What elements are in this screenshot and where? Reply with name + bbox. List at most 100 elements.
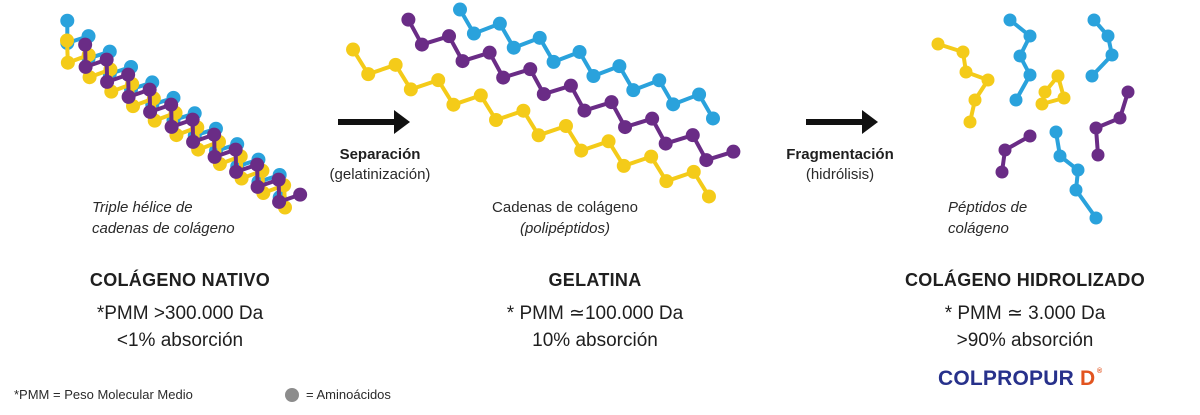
- amino-acid: [1023, 29, 1037, 43]
- amino-acid: [572, 44, 587, 59]
- gelatin-chain-yellow: [346, 42, 716, 204]
- brand-name: COLPROPUR: [938, 367, 1074, 390]
- step-fragmentation-title: Fragmentación: [786, 146, 894, 163]
- step-separation-title: Separación: [339, 146, 421, 163]
- amino-acid: [612, 59, 627, 74]
- amino-acid: [229, 164, 244, 179]
- process-arrows: [338, 110, 878, 134]
- amino-acid: [1053, 149, 1067, 163]
- amino-acid: [466, 26, 481, 41]
- amino-acid: [506, 40, 521, 55]
- amino-acid: [207, 149, 222, 164]
- amino-acid-legend-icon: [285, 388, 299, 402]
- amino-acid: [1121, 85, 1135, 99]
- step-fragmentation-subtitle: (hidrólisis): [805, 166, 875, 183]
- amino-acid: [616, 158, 631, 173]
- hydrolyzed-summary: COLÁGENO HIDROLIZADO * PMM ≃ 3.000 Da >9…: [880, 270, 1170, 354]
- amino-acid: [361, 67, 376, 82]
- brand-letter: D®: [1074, 367, 1102, 390]
- amino-acid: [531, 128, 546, 143]
- amino-acid: [1089, 121, 1103, 135]
- amino-acid: [185, 112, 200, 127]
- amino-acid: [1101, 29, 1115, 43]
- amino-acid: [626, 83, 641, 98]
- amino-acid: [645, 111, 660, 126]
- hydrolyzed-absorption: >90% absorción: [956, 330, 1094, 351]
- hydrolyzed-caption-line1: Péptidos de: [948, 199, 1028, 216]
- amino-acid: [164, 97, 179, 112]
- amino-acid: [403, 82, 418, 97]
- amino-acid: [1091, 148, 1105, 162]
- native-caption-line2: cadenas de colágeno: [92, 220, 235, 237]
- amino-acid: [99, 52, 114, 67]
- amino-acid: [121, 89, 136, 104]
- amino-acid: [995, 165, 1009, 179]
- amino-acid: [523, 62, 538, 77]
- amino-acid: [959, 65, 973, 79]
- amino-acid: [492, 16, 507, 31]
- amino-acid: [1013, 49, 1027, 63]
- amino-acid: [1038, 85, 1052, 99]
- amino-acid: [121, 67, 136, 82]
- native-title: COLÁGENO NATIVO: [89, 270, 271, 290]
- right-arrow-separation: [338, 110, 410, 134]
- amino-acid: [60, 55, 75, 70]
- amino-acid: [1051, 69, 1065, 83]
- gelatin-summary: GELATINA * PMM ≃100.000 Da 10% absorción: [465, 270, 725, 354]
- amino-acid: [516, 103, 531, 118]
- amino-acid: [577, 103, 592, 118]
- amino-acid: [78, 37, 93, 52]
- amino-acid: [271, 172, 286, 187]
- peptide-7: [1049, 125, 1103, 225]
- footer-amino-note: = Aminoácidos: [306, 387, 391, 402]
- amino-acid: [563, 78, 578, 93]
- amino-acid: [666, 97, 681, 112]
- peptide-4: [1035, 69, 1071, 111]
- amino-acid: [496, 70, 511, 85]
- peptide-3: [1085, 13, 1119, 83]
- amino-acid: [1009, 93, 1023, 107]
- native-caption-line1: Triple hélice de: [92, 199, 193, 216]
- gelatin-caption-line2: (polipéptidos): [519, 220, 611, 237]
- gelatin-caption: Cadenas de colágeno (polipéptidos): [470, 197, 660, 239]
- footer-pmm-note: *PMM = Peso Molecular Medio: [14, 387, 193, 402]
- native-pmm: *PMM >300.000 Da: [96, 303, 264, 324]
- step-separation-subtitle: (gelatinización): [329, 166, 431, 183]
- hydrolyzed-caption-line2: colágeno: [948, 220, 1009, 237]
- amino-acid: [207, 127, 222, 142]
- brand-logo: COLPROPUR D®: [938, 367, 1102, 391]
- hydrolyzed-caption: Péptidos de colágeno: [948, 197, 1027, 239]
- amino-acid: [686, 164, 701, 179]
- amino-acid: [164, 119, 179, 134]
- amino-acid: [1105, 48, 1119, 62]
- amino-acid: [1113, 111, 1127, 125]
- amino-acid: [558, 119, 573, 134]
- amino-acid: [293, 187, 308, 202]
- gelatin-chain-blue: [453, 2, 720, 126]
- peptide-4-bond: [1041, 74, 1066, 106]
- amino-acid: [228, 142, 243, 157]
- amino-acid: [1087, 13, 1101, 27]
- amino-acid: [1023, 129, 1037, 143]
- amino-acid: [536, 87, 551, 102]
- amino-acid: [1035, 97, 1049, 111]
- amino-acid: [1057, 91, 1071, 105]
- amino-acid: [1069, 183, 1083, 197]
- amino-acid: [699, 153, 714, 168]
- amino-acid: [455, 54, 470, 69]
- amino-acid: [431, 73, 446, 88]
- amino-acid: [59, 33, 74, 48]
- native-absorption: <1% absorción: [116, 330, 244, 351]
- hydrolyzed-title: COLÁGENO HIDROLIZADO: [905, 270, 1145, 290]
- amino-acid: [956, 45, 970, 59]
- native-caption: Triple hélice de cadenas de colágeno: [92, 197, 235, 239]
- amino-acid: [60, 13, 75, 28]
- amino-acid: [401, 12, 416, 27]
- gelatin-title: GELATINA: [548, 270, 642, 290]
- amino-acid: [574, 143, 589, 158]
- gelatin-chain-purple: [401, 12, 741, 168]
- amino-acid: [414, 37, 429, 52]
- peptide-6: [1089, 85, 1135, 162]
- amino-acid: [968, 93, 982, 107]
